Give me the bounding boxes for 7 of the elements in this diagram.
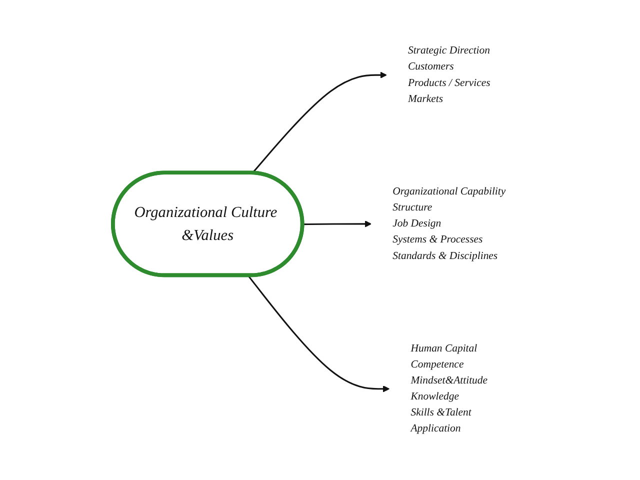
node-text: Organizational Capability Structure Job Design Systems & Processes Standards & Disciplines [392, 186, 506, 262]
diagram: Organizational Culture &Values Strategic Direction Customers Products / Services Markets Organizational Capability Structure Job Design Systems & Processes Standards & Disciplines Human Capital Competence Mindset&Attitude Knowledge Skills &Talent Application [10, 10, 630, 470]
node-text: Strategic Direction Customers Products / Services Markets [408, 45, 490, 105]
arrow [302, 220, 372, 228]
arrow [248, 275, 390, 392]
node-text: Human Capital Competence Mindset&Attitude Knowledge Skills &Talent Application [410, 342, 488, 435]
arrow [252, 72, 387, 174]
